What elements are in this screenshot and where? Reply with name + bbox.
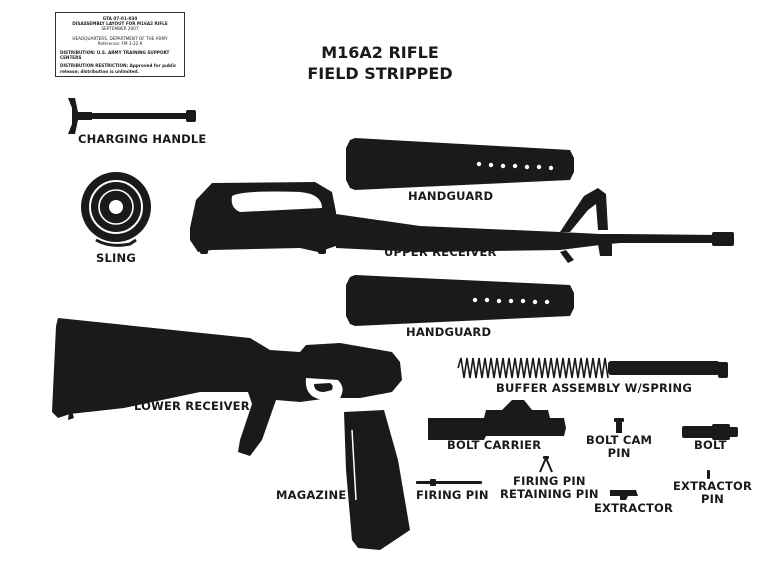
- info-restriction: DISTRIBUTION RESTRICTION: Approved for p…: [60, 63, 177, 74]
- extractor-pin-shape: [707, 470, 710, 479]
- firing-pin-shape: [416, 479, 482, 486]
- label-handguard-top: HANDGUARD: [408, 189, 494, 203]
- lower-receiver-shape: [52, 318, 402, 456]
- label-upper-receiver: UPPER RECEIVER: [384, 245, 497, 259]
- firing-pin-retaining-pin-shape: [539, 455, 553, 473]
- label-extractor-pin: EXTRACTOR PIN: [673, 479, 753, 506]
- label-sling: SLING: [96, 251, 136, 265]
- info-distribution: DISTRIBUTION: U.S. ARMY TRAINING SUPPORT…: [60, 50, 170, 61]
- label-lower-receiver: LOWER RECEIVER: [134, 399, 250, 413]
- bolt-shape: [682, 424, 738, 440]
- info-box: GTA 07-01-030 DISASSEMBLY LAYOUT FOR M16…: [55, 12, 185, 77]
- bolt-cam-pin-shape: [614, 418, 624, 433]
- label-firing-pin: FIRING PIN: [416, 488, 489, 502]
- page-title: M16A2 RIFLE FIELD STRIPPED: [300, 42, 460, 84]
- info-code: GTA 07-01-030: [102, 16, 138, 21]
- info-date: SEPTEMBER 2007: [101, 26, 139, 32]
- label-extractor: EXTRACTOR: [594, 501, 674, 515]
- charging-handle-shape: [68, 98, 196, 134]
- upper-receiver-shape: [190, 182, 734, 263]
- bolt-carrier-shape: [428, 400, 566, 440]
- label-bolt: BOLT: [694, 438, 727, 452]
- handguard-bottom-shape: [346, 275, 574, 326]
- info-heading: DISASSEMBLY LAYOUT FOR M16A2 RIFLE: [72, 21, 168, 27]
- extractor-shape: [610, 490, 638, 500]
- label-firing-pin-retaining-pin: FIRING PIN RETAINING PIN: [500, 474, 599, 501]
- info-reference: Reference: FM 3-22.9: [97, 40, 143, 46]
- label-buffer-assembly: BUFFER ASSEMBLY W/SPRING: [496, 381, 693, 395]
- label-magazine: MAGAZINE: [276, 488, 347, 502]
- handguard-top-shape: [346, 138, 574, 190]
- info-hq: HEADQUARTERS, DEPARTMENT OF THE ARMY: [72, 35, 168, 41]
- label-charging-handle: CHARGING HANDLE: [78, 132, 207, 146]
- sling-shape: [81, 172, 151, 247]
- title-line-1: M16A2 RIFLE: [321, 43, 439, 62]
- label-handguard-bottom: HANDGUARD: [406, 325, 492, 339]
- title-line-2: FIELD STRIPPED: [307, 64, 453, 83]
- label-bolt-carrier: BOLT CARRIER: [447, 438, 542, 452]
- buffer-assembly-shape: [457, 357, 728, 379]
- label-bolt-cam-pin: BOLT CAM PIN: [586, 433, 653, 460]
- magazine-shape: [344, 410, 410, 550]
